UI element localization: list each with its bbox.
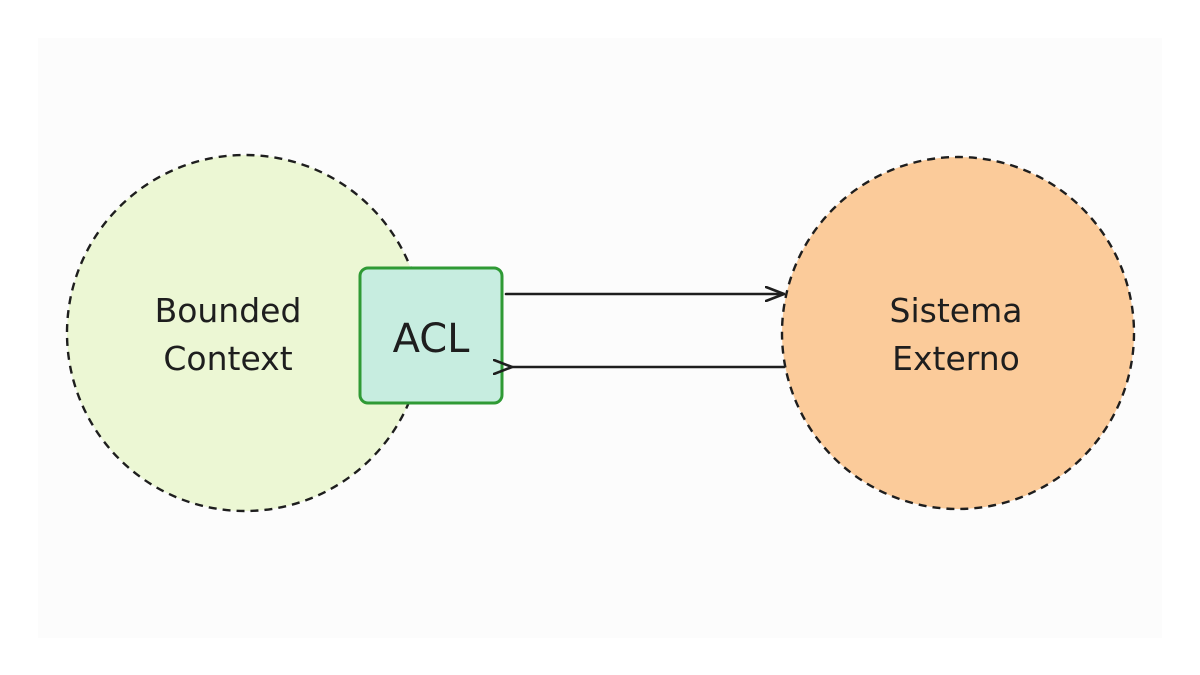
bounded-context-label-line-1: Bounded bbox=[155, 291, 302, 330]
sistema-externo-label-line-2: Externo bbox=[892, 339, 1020, 378]
acl-label: ACL bbox=[393, 316, 471, 362]
acl-box bbox=[358, 266, 504, 405]
sistema-externo-circle bbox=[780, 155, 1136, 511]
bounded-context-label-line-2: Context bbox=[163, 339, 292, 378]
bounded-context-node: Bounded Context bbox=[65, 153, 425, 513]
sistema-externo-label-line-1: Sistema bbox=[890, 291, 1023, 330]
acl-node: ACL bbox=[358, 266, 504, 405]
sistema-externo-node: Sistema Externo bbox=[780, 155, 1136, 511]
